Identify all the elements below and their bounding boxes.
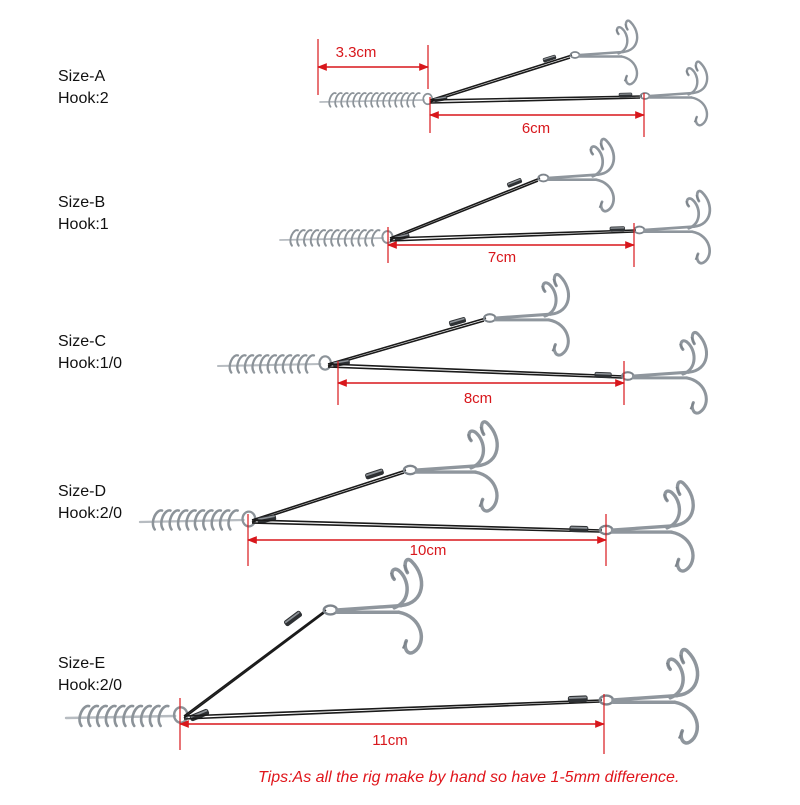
lower-wire [251, 519, 603, 531]
wire-length-label-a: 6cm [521, 120, 551, 137]
hook-label: Hook:1/0 [58, 355, 123, 372]
hook-label: Hook:2/0 [58, 505, 123, 522]
corkscrew-icon [216, 354, 332, 374]
upper-wire-return [327, 320, 485, 367]
size-label: Size-B [58, 194, 106, 211]
wire-length-label-d: 10cm [409, 542, 447, 559]
lower-wire [429, 95, 643, 101]
lower-wire [183, 699, 603, 717]
crimp-sleeve [609, 226, 625, 232]
corkscrew-icon [279, 229, 394, 247]
lower-wire [327, 363, 625, 377]
lower-wire-return [327, 366, 623, 379]
treble-hook-icon [621, 330, 708, 415]
crimp-sleeve [567, 695, 588, 703]
dimension-arrow-c [337, 361, 625, 405]
size-label: Size-A [58, 68, 106, 85]
treble-hook-icon [402, 420, 499, 513]
hook-label: Hook:2 [58, 90, 109, 107]
wire-length-label-e: 11cm [372, 732, 408, 749]
crimp-sleeve [594, 371, 612, 379]
size-label: Size-D [58, 483, 107, 500]
crimp-sleeve [365, 468, 384, 480]
crimp-sleeve [448, 317, 467, 327]
wire-length-label-b: 7cm [487, 249, 517, 266]
lower-wire [389, 229, 637, 239]
upper-wire-return [183, 612, 325, 719]
treble-hook-icon [322, 557, 424, 655]
rig-label-e: Size-E Hook:2/0 [58, 653, 122, 697]
rig-label-c: Size-C Hook:1/0 [58, 331, 122, 375]
size-label: Size-C [58, 333, 107, 350]
treble-hook-icon [639, 60, 709, 127]
lower-wire-return [251, 522, 601, 533]
size-label: Size-E [58, 655, 106, 672]
wire-length-label-c: 8cm [463, 390, 493, 407]
crimp-sleeve [542, 54, 557, 63]
upper-wire-return [251, 472, 405, 523]
rig-label-d: Size-D Hook:2/0 [58, 481, 122, 525]
screw-length-label: 3.3cm [335, 44, 377, 61]
upper-wire [389, 177, 541, 239]
upper-wire [429, 54, 573, 101]
corkscrew-icon [138, 509, 257, 531]
dimension-arrow-e [179, 694, 605, 754]
treble-hook-icon [483, 272, 570, 357]
corkscrew-icon [319, 92, 434, 108]
treble-hook-icon [569, 19, 639, 86]
upper-wire-return [429, 57, 571, 103]
treble-hook-icon [633, 189, 712, 265]
treble-hook-icon [598, 647, 700, 745]
dimension-arrow-d [247, 514, 607, 566]
upper-wire [251, 469, 407, 521]
treble-hook-icon [537, 137, 616, 213]
upper-wire-return [389, 180, 539, 241]
hook-label: Hook:1 [58, 216, 109, 233]
upper-wire [327, 317, 487, 365]
crimp-sleeve [618, 92, 633, 98]
upper-wire [183, 609, 327, 717]
crimp-sleeve [283, 610, 303, 627]
treble-hook-icon [598, 480, 695, 573]
dimension-arrow-screw [317, 39, 429, 95]
dimension-arrow-b [387, 223, 635, 267]
lower-wire-return [389, 231, 635, 242]
dimension-arrow-a [429, 93, 645, 137]
lower-wire-return [429, 97, 641, 104]
corkscrew-icon [64, 704, 189, 728]
rig-label-a: Size-A Hook:2 [58, 66, 109, 110]
rig-label-b: Size-B Hook:1 [58, 192, 109, 236]
hook-label: Hook:2/0 [58, 677, 123, 694]
crimp-sleeve [569, 525, 589, 533]
tips-note: Tips:As all the rig make by hand so have… [258, 769, 680, 786]
lower-wire-return [183, 701, 601, 720]
crimp-sleeve [506, 178, 523, 188]
